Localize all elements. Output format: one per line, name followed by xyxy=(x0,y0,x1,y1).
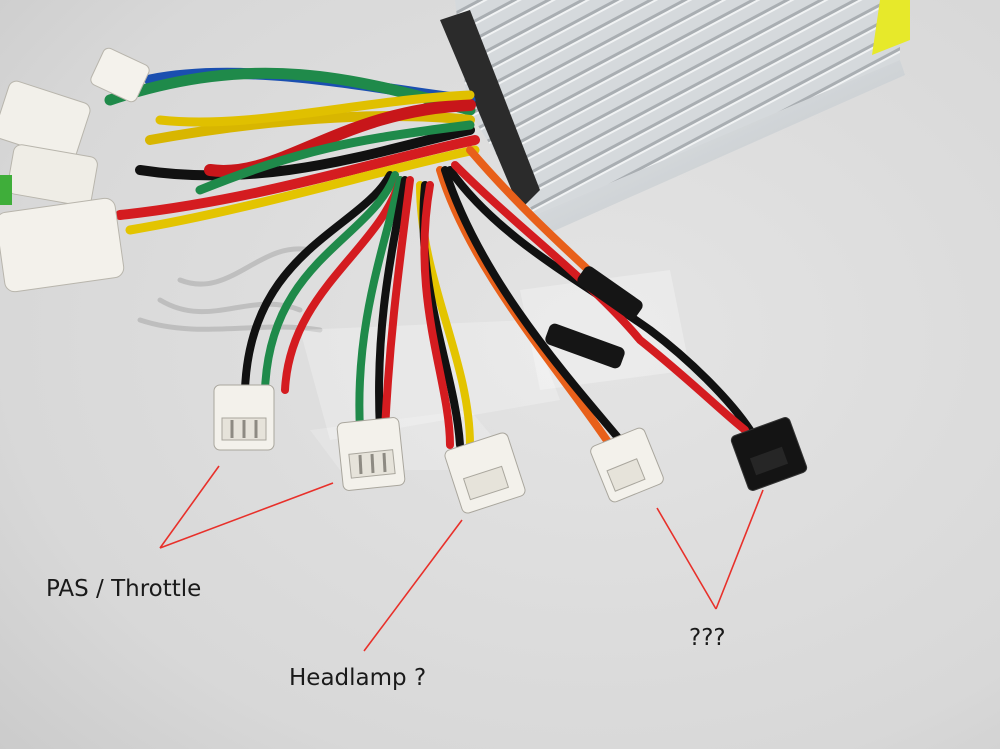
connector-pas-1 xyxy=(213,384,275,451)
headlamp-label: Headlamp ? xyxy=(289,665,427,691)
annotation-lines xyxy=(159,465,764,652)
pas-throttle-label: PAS / Throttle xyxy=(46,576,202,602)
unknown-connectors-label: ??? xyxy=(689,625,726,651)
connector-two-pin xyxy=(590,427,664,503)
controller-housing xyxy=(440,0,910,235)
heat-shrink-sleeves xyxy=(545,266,643,369)
connector-black-sm xyxy=(730,417,808,491)
connector-headlamp xyxy=(444,432,526,514)
left-connector-cluster xyxy=(0,47,150,293)
end-cap-tape xyxy=(872,0,910,55)
connector-pas-2 xyxy=(336,417,406,491)
wire-bundle-left xyxy=(104,67,480,235)
wire-bundle-lower xyxy=(241,146,754,449)
